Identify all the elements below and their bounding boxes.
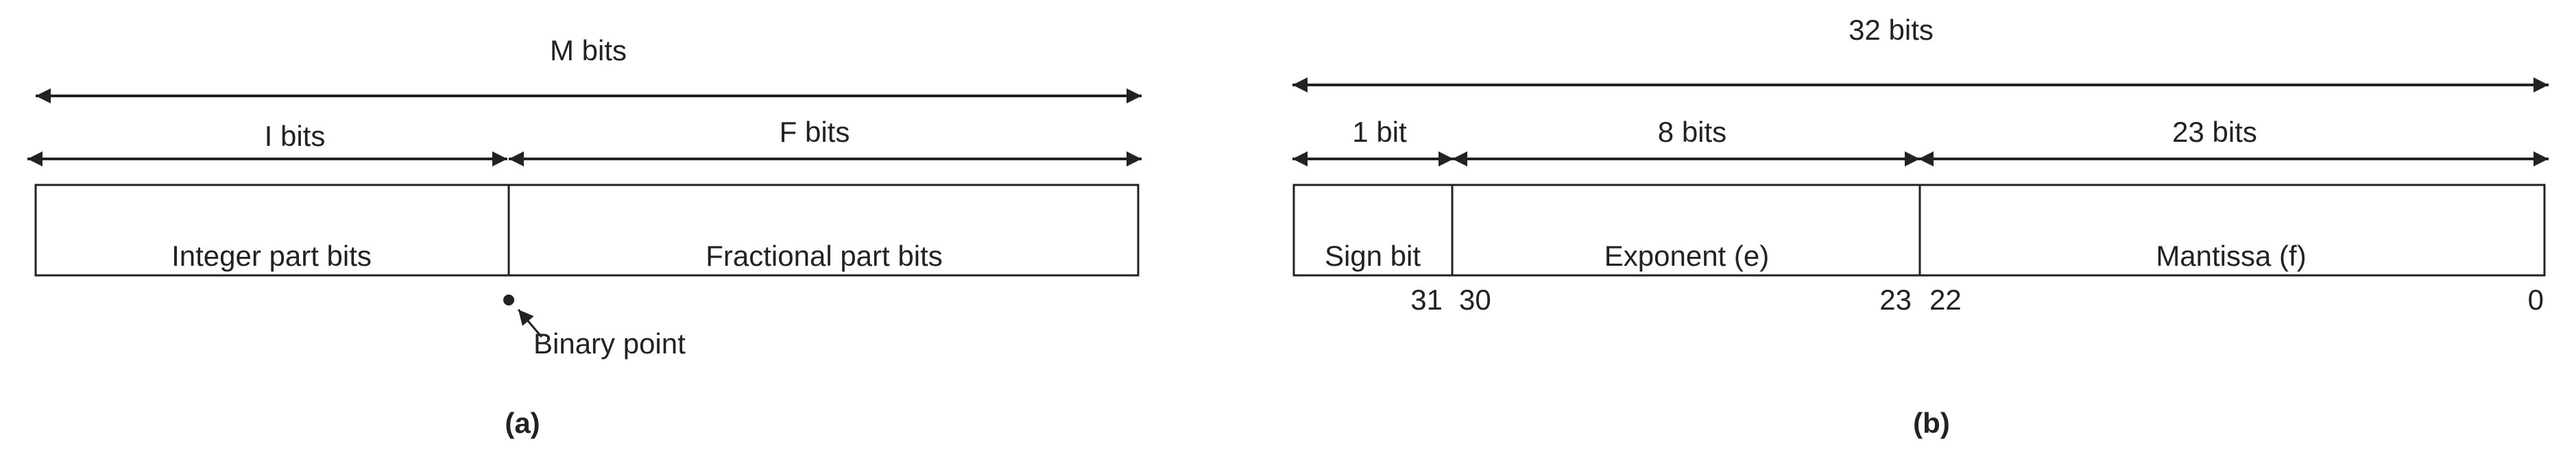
caption-b: (b): [1913, 407, 1950, 439]
mantissa-field: Mantissa (f): [2156, 240, 2306, 272]
bit-index-23: 23: [1879, 284, 1912, 316]
sign-bit-field: Sign bit: [1325, 240, 1421, 272]
m-bits-label: M bits: [550, 34, 627, 66]
fractional-part-field: Fractional part bits: [706, 240, 942, 272]
binary-point-label: Binary point: [533, 327, 686, 360]
bit-index-22: 22: [1929, 284, 1962, 316]
caption-a: (a): [505, 407, 540, 439]
exponent-field: Exponent (e): [1604, 240, 1769, 272]
bit-index-30: 30: [1459, 284, 1491, 316]
binary-point-dot: [503, 295, 514, 305]
mantissa-width-label: 23 bits: [2172, 116, 2257, 148]
fixed-point-register: [34, 184, 1140, 277]
sign-width-label: 1 bit: [1352, 116, 1407, 148]
integer-part-field: Integer part bits: [171, 240, 372, 272]
binary-point-pointer: [517, 309, 543, 338]
i-bits-label: I bits: [265, 120, 326, 152]
bit-index-31: 31: [1410, 284, 1443, 316]
f-bits-label: F bits: [780, 116, 850, 148]
floating-point-panel: 32 bits 1 bit 8 bits 23 bits Sign bit Ex…: [1292, 14, 2549, 439]
fixed-point-panel: M bits I bits F bits Integer part bits F…: [27, 34, 1142, 439]
32-bits-label: 32 bits: [1849, 14, 1934, 46]
bit-index-0: 0: [2528, 284, 2544, 316]
exponent-width-label: 8 bits: [1658, 116, 1726, 148]
